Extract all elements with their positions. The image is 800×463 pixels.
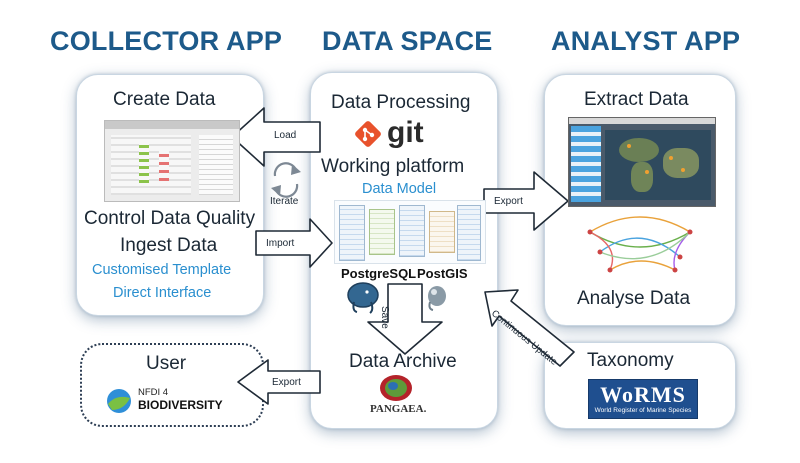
- nfdi-logo-icon: [107, 389, 131, 413]
- nfdi-top-text: NFDI 4: [138, 387, 169, 398]
- postgis-text: PostGIS: [417, 266, 468, 281]
- pangaea-globe-icon: [380, 375, 412, 401]
- extract-data-text: Extract Data: [584, 89, 689, 110]
- data-model-diagram: [334, 200, 486, 264]
- nfdi-bottom-text: BIODIVERSITY: [138, 398, 223, 412]
- customised-template-text: Customised Template: [92, 262, 232, 278]
- template-screenshot: [104, 120, 240, 202]
- network-graph-image: [587, 216, 693, 273]
- export-left-label: Export: [272, 377, 301, 388]
- map-screenshot: [568, 117, 716, 207]
- import-label: Import: [266, 238, 295, 249]
- control-quality-text: Control Data Quality: [84, 208, 256, 229]
- data-processing-text: Data Processing: [331, 92, 471, 113]
- data-archive-text: Data Archive: [349, 351, 457, 372]
- worms-logo: WoRMS World Register of Marine Species: [588, 379, 698, 419]
- postgresql-text: PostgreSQL: [341, 266, 417, 281]
- postgis-elephant-icon: [428, 286, 446, 311]
- pangaea-text: PANGAEA.: [370, 403, 427, 415]
- user-title-text: User: [146, 353, 187, 374]
- analyse-data-text: Analyse Data: [577, 288, 691, 309]
- load-label: Load: [274, 130, 297, 141]
- git-logo-icon: [355, 121, 381, 147]
- collector-app-header: COLLECTOR APP: [50, 26, 283, 56]
- data-space-header: DATA SPACE: [322, 26, 493, 56]
- postgresql-elephant-icon: [347, 282, 379, 314]
- iterate-label: Iterate: [270, 196, 299, 207]
- git-text: git: [387, 116, 424, 149]
- worms-subtitle-text: World Register of Marine Species: [594, 407, 692, 414]
- export-right-label: Export: [494, 196, 523, 207]
- worms-text: WoRMS: [600, 382, 686, 407]
- working-platform-text: Working platform: [321, 156, 465, 177]
- ingest-data-text: Ingest Data: [120, 235, 218, 256]
- iterate-icon: [273, 162, 299, 198]
- data-model-text: Data Model: [362, 181, 437, 197]
- create-data-text: Create Data: [113, 89, 216, 110]
- taxonomy-title-text: Taxonomy: [587, 350, 674, 371]
- direct-interface-text: Direct Interface: [113, 285, 212, 301]
- analyst-app-header: ANALYST APP: [551, 26, 741, 56]
